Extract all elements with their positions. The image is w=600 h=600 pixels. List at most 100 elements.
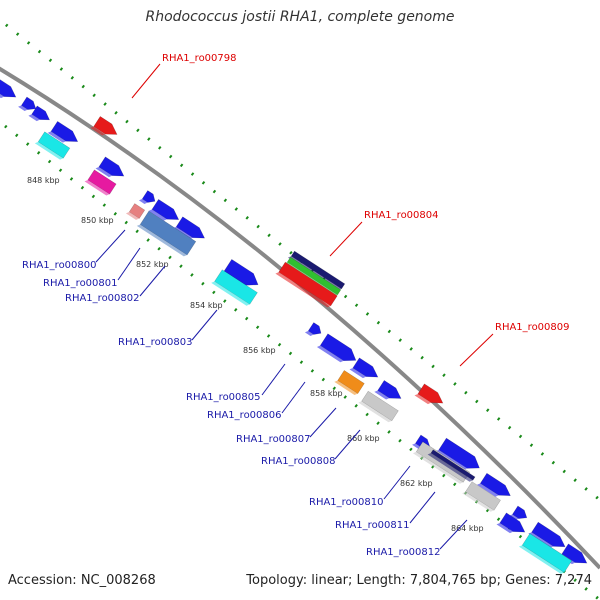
gene-arrow-shape <box>128 203 146 219</box>
gene-pink-10 <box>125 203 146 220</box>
gene-arrow-shade <box>34 141 64 160</box>
tick-label: 858 kbp <box>310 389 343 398</box>
gene-cyan-35 <box>518 533 573 574</box>
gene-arrow-shade <box>275 272 331 308</box>
gene-arrow-shade <box>412 451 464 484</box>
tick-label: 860 kbp <box>347 434 380 443</box>
tick-label: 854 kbp <box>190 301 223 310</box>
forward-gene-label: RHA1_ro00798 <box>162 53 237 64</box>
gene-arrow-shape <box>438 437 480 469</box>
gene-arrow-shape <box>465 481 501 511</box>
reverse-label-leader <box>334 429 361 460</box>
forward-label-leader <box>131 63 161 99</box>
gene-arrow-shade <box>334 380 358 395</box>
gene-blue-6 <box>95 156 125 178</box>
gene-arrow-shape <box>93 116 118 135</box>
gene-arrow-shade <box>28 114 41 122</box>
gene-arrow-shape <box>31 105 50 121</box>
gene-arrow-shade <box>136 224 188 257</box>
gene-arrow-shade <box>18 105 28 112</box>
forward-gene-label: RHA1_ro00809 <box>495 322 570 333</box>
gene-arrow-shape <box>87 169 117 195</box>
gene-arrow-shape <box>307 322 322 335</box>
gene-arrow-shape <box>214 269 258 305</box>
gene-blue-2 <box>28 105 50 122</box>
gene-arrow-shape <box>521 533 573 573</box>
gene-red-24 <box>414 383 444 405</box>
gene-blue-3 <box>47 120 79 143</box>
gene-arrow-shape <box>290 250 346 290</box>
gene-arrow-shape <box>223 258 259 286</box>
gene-arrow-shape <box>141 190 156 203</box>
reverse-gene-label: RHA1_ro00811 <box>335 520 410 531</box>
gene-arrow-shape <box>151 198 180 220</box>
reverse-gene-label: RHA1_ro00800 <box>22 260 97 271</box>
gene-arrow-shape <box>278 261 338 307</box>
gene-blue-19 <box>316 333 357 363</box>
gene-arrow-shade <box>138 198 148 204</box>
gene-steel-12 <box>136 210 197 257</box>
gene-arrow-shade <box>477 483 499 497</box>
reverse-gene-label: RHA1_ro00807 <box>236 434 311 445</box>
reverse-gene-label: RHA1_ro00803 <box>118 337 193 348</box>
gene-arrow-shade <box>358 401 392 423</box>
gene-cyan-4 <box>34 131 71 160</box>
gene-blue-21 <box>374 380 402 400</box>
gene-arrow-shade <box>349 367 367 379</box>
gene-blue-18 <box>304 322 322 336</box>
gene-arrow-shape <box>377 380 402 399</box>
gene-arrow-shade <box>414 393 432 405</box>
gene-arrow-shape <box>0 77 17 98</box>
gene-arrow-shade <box>528 532 554 548</box>
gene-arrow-shade <box>427 453 473 482</box>
gene-blue-29 <box>477 472 511 497</box>
map-title: Rhodococcus jostii RHA1, complete genome <box>145 9 455 25</box>
gene-arrow-shade <box>518 545 565 574</box>
gene-arrow-shade <box>435 449 468 470</box>
gene-arrow-shape <box>561 543 588 564</box>
gene-arrow-shape <box>430 449 476 481</box>
tick-label: 864 kbp <box>451 524 484 533</box>
gene-arrow-shade <box>211 281 250 306</box>
forward-label-leader <box>459 333 494 367</box>
gene-arrow-shape <box>512 505 528 519</box>
gene-magenta-7 <box>84 169 117 196</box>
gene-arrow-shape <box>21 96 37 110</box>
gene-arrow-shade <box>462 491 494 512</box>
reverse-label-leader <box>139 265 166 297</box>
reverse-label-leader <box>439 519 468 550</box>
gene-arrow-shape <box>417 383 444 404</box>
reverse-label-leader <box>95 229 126 263</box>
gene-arrow-shade <box>374 390 390 400</box>
reverse-gene-label: RHA1_ro00802 <box>65 293 140 304</box>
gene-blue-8 <box>138 190 156 204</box>
tick-label: 862 kbp <box>400 479 433 488</box>
forward-gene-label: RHA1_ro00804 <box>364 210 439 221</box>
gene-orange-22 <box>334 370 365 395</box>
gene-arrow-shape <box>37 131 71 159</box>
gene-arrow-shade <box>316 345 344 363</box>
gene-arrow-shape <box>175 216 205 239</box>
gene-arrow-shape <box>499 512 526 533</box>
gene-blue-1 <box>18 96 37 112</box>
gene-arrow-shade <box>148 209 168 221</box>
gene-arrow-shape <box>50 120 79 142</box>
reverse-label-leader <box>383 465 411 500</box>
reverse-gene-label: RHA1_ro00806 <box>207 410 282 421</box>
gene-blue-0 <box>0 77 17 99</box>
gene-arrow-shade <box>496 522 514 534</box>
reverse-label-leader <box>261 363 286 396</box>
tick-label: 850 kbp <box>81 216 114 225</box>
gene-blue-9 <box>148 198 180 221</box>
gene-arrow-shape <box>352 357 379 378</box>
gene-gray-23 <box>358 390 399 423</box>
outer-dotted-line <box>0 18 600 502</box>
topology-text: Topology: linear; Length: 7,804,765 bp; … <box>246 573 592 588</box>
gene-cyan-14 <box>211 269 258 306</box>
tick-label: 856 kbp <box>243 346 276 355</box>
gene-blue-20 <box>349 357 379 379</box>
reverse-label-leader <box>409 491 436 524</box>
gene-arrow-shade <box>509 514 519 521</box>
gene-arrow-shade <box>90 126 106 136</box>
